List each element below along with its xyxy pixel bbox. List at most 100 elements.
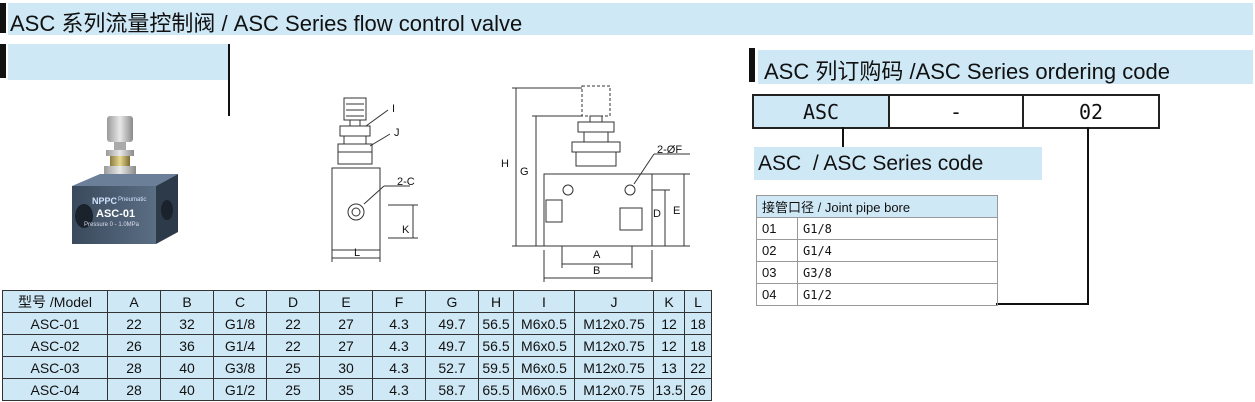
- label-k: K: [402, 224, 410, 236]
- spec-cell: 22: [266, 334, 320, 357]
- bore-value: G1/4: [797, 239, 998, 262]
- bore-code: 02: [756, 239, 798, 262]
- spec-cell: 27: [319, 334, 373, 357]
- series-code-label: ASC / ASC Series code: [758, 152, 984, 175]
- spec-cell: 12: [653, 334, 685, 357]
- series-code-box: ASC / ASC Series code: [754, 147, 1042, 180]
- ordering-title: ASC 列订购码 /ASC Series ordering code: [764, 59, 1170, 84]
- spec-cell: 4.3: [372, 312, 426, 335]
- spec-cell: G3/8: [213, 356, 267, 379]
- label-g: G: [520, 166, 529, 178]
- col-model: 型号 /Model: [2, 290, 108, 313]
- model-cell: ASC-04: [2, 378, 108, 401]
- spec-cell: M12x0.75: [574, 334, 654, 357]
- bore-header-row: 接管口径 / Joint pipe bore: [756, 195, 998, 218]
- label-l: L: [354, 247, 361, 259]
- col-b: B: [160, 290, 214, 313]
- spec-cell: M12x0.75: [574, 356, 654, 379]
- spec-cell: 18: [684, 334, 712, 357]
- spec-cell: 49.7: [425, 312, 479, 335]
- code-part-series: ASC: [752, 94, 890, 129]
- header-bar: ASC 系列流量控制阀 / ASC Series flow control va…: [8, 3, 1253, 36]
- connector-bore-v: [1087, 127, 1089, 304]
- col-f: F: [372, 290, 426, 313]
- front-view-drawing: [331, 97, 418, 262]
- spec-cell: G1/2: [213, 378, 267, 401]
- model-cell: ASC-01: [2, 312, 108, 335]
- spec-cell: 65.5: [478, 378, 514, 401]
- spec-cell: 32: [160, 312, 214, 335]
- label-b: B: [593, 265, 601, 277]
- spec-cell: M6x0.5: [513, 334, 575, 357]
- connector-series: [842, 127, 844, 147]
- header-marker: [0, 3, 6, 33]
- page-title: ASC 系列流量控制阀 / ASC Series flow control va…: [10, 11, 523, 36]
- bore-header: 接管口径 / Joint pipe bore: [756, 195, 998, 218]
- spec-cell: 26: [684, 378, 712, 401]
- code-part-dash: -: [888, 94, 1024, 129]
- col-j: J: [574, 290, 654, 313]
- photo-brand: NPPC: [92, 196, 118, 206]
- spec-table: 型号 /Model A B C D E F G H I J K L ASC-01…: [2, 290, 712, 401]
- spec-cell: 4.3: [372, 334, 426, 357]
- spec-cell: 40: [160, 356, 214, 379]
- spec-cell: 49.7: [425, 334, 479, 357]
- model-cell: ASC-03: [2, 356, 108, 379]
- ordering-marker: [749, 48, 755, 82]
- spec-cell: 35: [319, 378, 373, 401]
- connector-bore-h: [996, 303, 1089, 305]
- spec-cell: 28: [107, 356, 161, 379]
- label-2c: 2-C: [397, 176, 415, 188]
- label-h: H: [501, 158, 509, 170]
- col-a: A: [107, 290, 161, 313]
- spec-cell: 56.5: [478, 312, 514, 335]
- spec-cell: 18: [684, 312, 712, 335]
- photo-pressure: Pressure 0 - 1.0MPa: [84, 222, 140, 228]
- section-divider: [228, 44, 230, 116]
- spec-cell: 12: [653, 312, 685, 335]
- spec-cell: 4.3: [372, 356, 426, 379]
- spec-cell: 22: [107, 312, 161, 335]
- label-a: A: [593, 249, 601, 261]
- photo-sub: Pneumatic: [118, 197, 147, 203]
- bore-value: G3/8: [797, 261, 998, 284]
- spec-cell: 59.5: [478, 356, 514, 379]
- spec-cell: 13.5: [653, 378, 685, 401]
- model-cell: ASC-02: [2, 334, 108, 357]
- spec-cell: 26: [107, 334, 161, 357]
- spec-cell: M6x0.5: [513, 312, 575, 335]
- bore-value: G1/8: [797, 217, 998, 240]
- spec-cell: G1/8: [213, 312, 267, 335]
- spec-cell: 22: [266, 312, 320, 335]
- col-i: I: [513, 290, 575, 313]
- spec-cell: M12x0.75: [574, 312, 654, 335]
- ordering-bar: ASC 列订购码 /ASC Series ordering code: [758, 50, 1253, 84]
- col-h: H: [478, 290, 514, 313]
- col-k: K: [653, 290, 685, 313]
- bore-code: 04: [756, 283, 798, 306]
- spec-cell: 36: [160, 334, 214, 357]
- side-view-drawing: [512, 85, 690, 282]
- bore-code: 01: [756, 217, 798, 240]
- col-l: L: [684, 290, 712, 313]
- spec-cell: 58.7: [425, 378, 479, 401]
- label-d: D: [653, 208, 661, 220]
- bore-value: G1/2: [797, 283, 998, 306]
- col-c: C: [213, 290, 267, 313]
- label-j: J: [394, 127, 400, 139]
- spec-cell: M6x0.5: [513, 378, 575, 401]
- code-part-bore: 02: [1022, 94, 1160, 129]
- spec-cell: 52.7: [425, 356, 479, 379]
- bore-code: 03: [756, 261, 798, 284]
- spec-cell: 4.3: [372, 378, 426, 401]
- label-e: E: [673, 205, 681, 217]
- spec-cell: 56.5: [478, 334, 514, 357]
- section-marker: [0, 44, 6, 78]
- col-g: G: [425, 290, 479, 313]
